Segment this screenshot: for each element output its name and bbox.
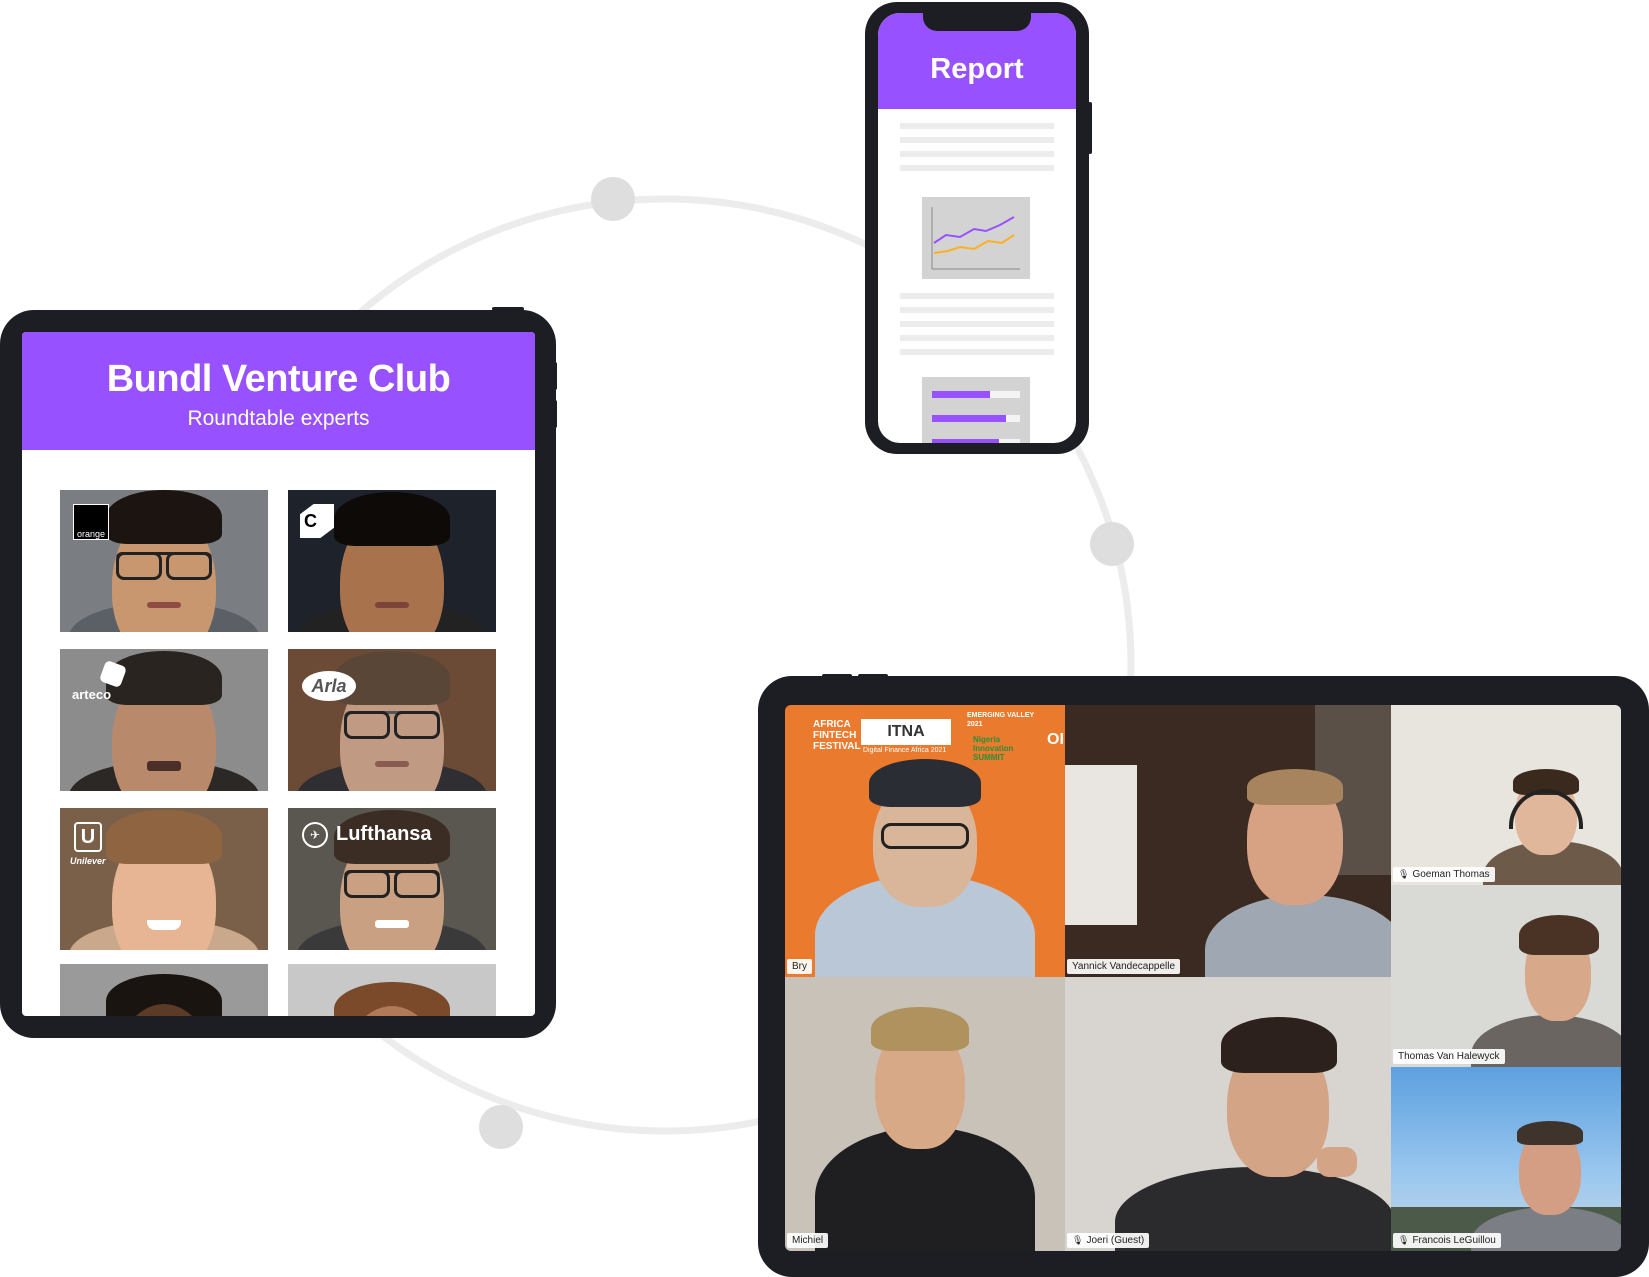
participant-name: 🎙Joeri (Guest)	[1067, 1233, 1150, 1248]
lufthansa-crane-icon: ✈	[302, 822, 328, 848]
tablet-volume-button	[553, 362, 557, 390]
bar-chart-thumbnail	[922, 377, 1030, 443]
emerging-valley-logo: EMERGING VALLEY 2021	[967, 712, 1035, 728]
arla-logo: Arla	[302, 671, 356, 701]
nigeria-summit-logo: Nigeria Innovation SUMMIT	[973, 735, 1014, 762]
itna-logo: ITNA	[861, 719, 951, 745]
expert-card[interactable]: ✈ Lufthansa	[288, 808, 496, 950]
c-logo: C	[300, 504, 334, 538]
participant-name: Michiel	[787, 1233, 829, 1248]
participant-name: Bry	[787, 959, 812, 974]
mic-muted-icon: 🎙	[1072, 1235, 1084, 1245]
lufthansa-logo: Lufthansa	[336, 823, 432, 845]
text-line-placeholder	[900, 165, 1054, 171]
expert-card[interactable]: Arla	[288, 649, 496, 791]
club-header: Bundl Venture Club Roundtable experts	[22, 332, 535, 450]
event-banner: AFRICA FINTECH FESTIVAL ITNA Digital Fin…	[785, 705, 1064, 765]
participant-name: Yannick Vandecappelle	[1067, 959, 1181, 974]
africa-fintech-logo: AFRICA FINTECH FESTIVAL	[813, 719, 861, 752]
expert-card[interactable]: orange	[60, 490, 268, 632]
arteco-logo: arteco	[72, 687, 112, 702]
participant-name: Thomas Van Halewyck	[1393, 1049, 1505, 1064]
orange-logo: orange	[73, 504, 109, 540]
orbit-dot	[479, 1105, 523, 1149]
participant-name: 🎙Francois LeGuillou	[1393, 1233, 1501, 1248]
orbit-dot	[591, 177, 635, 221]
mic-muted-icon: 🎙	[1398, 869, 1410, 879]
club-title: Bundl Venture Club	[106, 358, 451, 400]
participant-tile-joeri[interactable]: 🎙Joeri (Guest)	[1065, 977, 1391, 1251]
participant-tile-michiel[interactable]: Michiel	[785, 977, 1065, 1251]
text-line-placeholder	[900, 335, 1054, 341]
text-line-placeholder	[900, 293, 1054, 299]
text-line-placeholder	[900, 123, 1054, 129]
phone-side-button	[1088, 102, 1092, 154]
expert-card[interactable]: U Unilever	[60, 808, 268, 950]
tablet-volume-button	[858, 674, 888, 678]
expert-card[interactable]: arteco	[60, 649, 268, 791]
text-line-placeholder	[900, 321, 1054, 327]
phone-screen: Report	[878, 13, 1076, 443]
participant-tile-yannick[interactable]: Yannick Vandecappelle	[1065, 705, 1391, 977]
text-line-placeholder	[900, 349, 1054, 355]
mic-muted-icon: 🎙	[1398, 1235, 1410, 1245]
participant-tile-thomas-van-halewyck[interactable]: Thomas Van Halewyck	[1391, 885, 1621, 1067]
tablet-volume-button	[553, 400, 557, 428]
expert-card[interactable]	[60, 964, 268, 1016]
wall-art	[1065, 765, 1137, 925]
club-subtitle: Roundtable experts	[187, 407, 370, 430]
text-line-placeholder	[900, 151, 1054, 157]
expert-card[interactable]: C	[288, 490, 496, 632]
expert-tablet: Bundl Venture Club Roundtable experts or…	[0, 307, 557, 1038]
unilever-logo: Unilever	[70, 856, 106, 866]
participant-tile-francois[interactable]: 🎙Francois LeGuillou	[1391, 1067, 1621, 1251]
tablet-power-button	[492, 307, 524, 311]
orbit-dot	[1090, 522, 1134, 566]
participant-name: 🎙Goeman Thomas	[1393, 867, 1495, 882]
expert-card[interactable]	[288, 964, 496, 1016]
report-phone: Report	[865, 2, 1092, 454]
text-line-placeholder	[900, 137, 1054, 143]
video-call-screen: AFRICA FINTECH FESTIVAL ITNA Digital Fin…	[785, 705, 1621, 1251]
participant-tile-bry[interactable]: AFRICA FINTECH FESTIVAL ITNA Digital Fin…	[785, 705, 1065, 977]
banner-text-cut: OI	[1047, 731, 1064, 748]
video-call-tablet: AFRICA FINTECH FESTIVAL ITNA Digital Fin…	[758, 674, 1649, 1277]
tablet-volume-button	[822, 674, 852, 678]
text-line-placeholder	[900, 307, 1054, 313]
tablet-screen: Bundl Venture Club Roundtable experts or…	[22, 332, 535, 1016]
unilever-icon: U	[74, 822, 102, 852]
digital-finance-text: Digital Finance Africa 2021	[863, 747, 947, 754]
line-chart-thumbnail	[922, 197, 1030, 279]
phone-notch	[923, 13, 1031, 31]
participant-tile-goeman-thomas[interactable]: 🎙Goeman Thomas	[1391, 705, 1621, 885]
